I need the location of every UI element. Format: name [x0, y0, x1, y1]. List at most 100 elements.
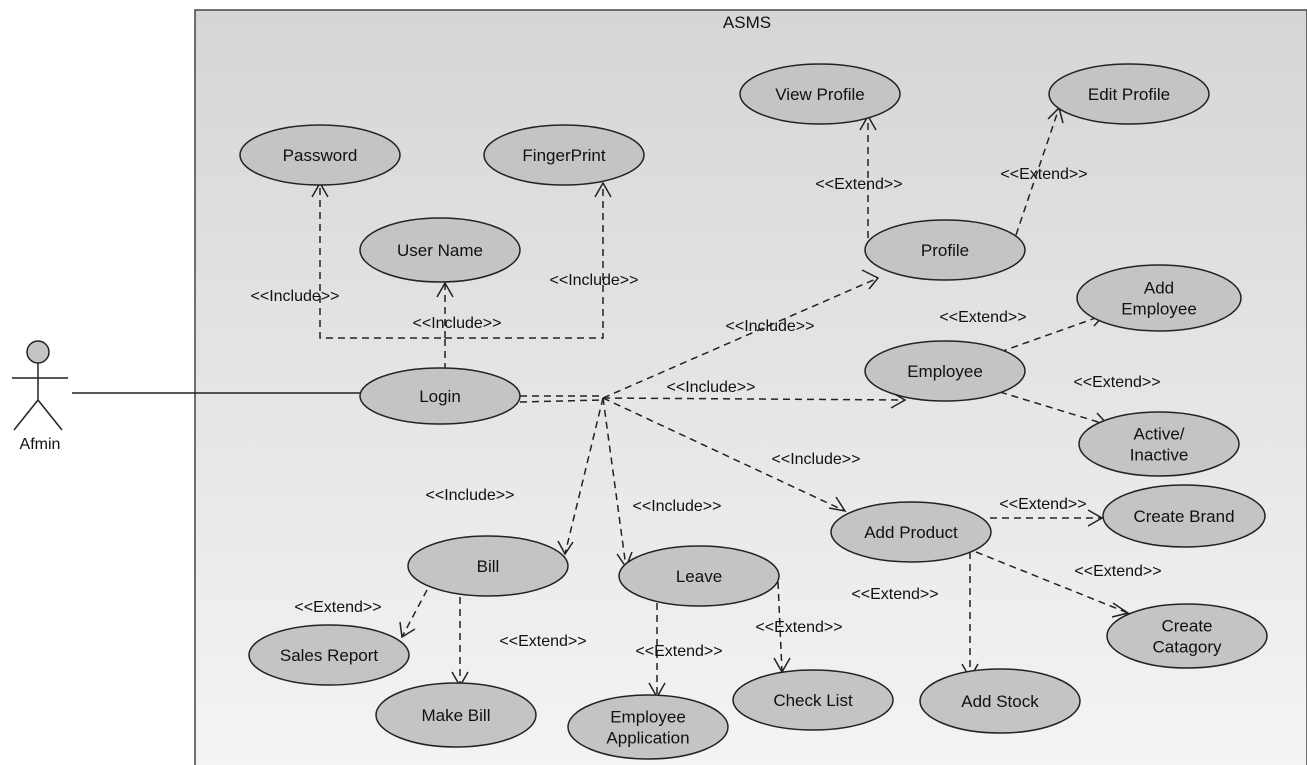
use-case-active-inactive[interactable]: Active/Inactive — [1078, 411, 1240, 477]
use-case-label: Add Stock — [961, 692, 1039, 711]
use-case-label: Password — [283, 146, 358, 165]
use-case-ellipse — [739, 63, 901, 125]
include-profile-line — [602, 277, 879, 399]
use-case-make-bill[interactable]: Make Bill — [375, 682, 537, 748]
use-case-ellipse — [483, 124, 645, 186]
label-include-leave: <<Include>> — [633, 498, 722, 515]
use-case-sales-report[interactable]: Sales Report — [248, 624, 410, 686]
include-fingerprint-line — [445, 183, 604, 339]
use-case-leave[interactable]: Leave — [618, 545, 780, 607]
use-case-label: Leave — [676, 567, 722, 586]
arrowhead-profile — [861, 269, 880, 290]
use-case-edit-profile[interactable]: Edit Profile — [1048, 63, 1210, 125]
label-extend-sales-report: <<Extend>> — [294, 599, 381, 616]
use-case-label: Create — [1161, 617, 1212, 636]
label-include-fingerprint: <<Include>> — [550, 272, 639, 289]
use-case-add-product[interactable]: Add Product — [830, 501, 992, 563]
extend-active-inactive-line — [999, 391, 1109, 426]
actor-right-leg — [37, 399, 63, 431]
use-case-ellipse — [1102, 484, 1266, 548]
label-extend-add-employee: <<Extend>> — [939, 309, 1026, 326]
use-case-ellipse — [618, 545, 780, 607]
use-case-fingerprint[interactable]: FingerPrint — [483, 124, 645, 186]
use-case-ellipse — [919, 668, 1081, 734]
use-case-ellipse — [239, 124, 401, 186]
relationship-labels: <<Include>> <<Include>> <<Include>> <<In… — [251, 166, 1162, 660]
arrowhead-sales-report — [399, 621, 416, 639]
use-case-ellipse — [359, 217, 521, 283]
use-case-create-brand[interactable]: Create Brand — [1102, 484, 1266, 548]
extend-sales-report-line — [401, 589, 428, 638]
use-case-label: Add Product — [864, 523, 958, 542]
use-case-ellipse — [1106, 603, 1268, 669]
label-include-username: <<Include>> — [413, 315, 502, 332]
label-include-bill: <<Include>> — [426, 487, 515, 504]
use-case-bill[interactable]: Bill — [407, 535, 569, 597]
use-case-label: Application — [606, 729, 689, 748]
use-case-label: Inactive — [1130, 446, 1189, 465]
system-title: ASMS — [723, 13, 771, 32]
arrowhead-fingerprint — [594, 181, 612, 198]
include-employee-line — [602, 397, 906, 401]
label-extend-create-catagory: <<Extend>> — [1074, 563, 1161, 580]
include-leave-line — [602, 397, 627, 568]
label-extend-employee-application: <<Extend>> — [635, 643, 722, 660]
use-case-ellipse — [248, 624, 410, 686]
use-case-login[interactable]: Login — [359, 367, 521, 425]
use-case-ellipse — [1078, 411, 1240, 477]
use-case-check-list[interactable]: Check List — [732, 669, 894, 731]
use-case-label: Login — [419, 387, 461, 406]
use-case-label: Check List — [773, 691, 853, 710]
actor-name: Afmin — [20, 436, 61, 453]
arrowhead-create-catagory — [1111, 602, 1130, 618]
login-hub-line-2 — [519, 399, 604, 403]
use-case-label: Create Brand — [1133, 507, 1234, 526]
use-case-password[interactable]: Password — [239, 124, 401, 186]
use-case-label: FingerPrint — [522, 146, 605, 165]
use-case-add-stock[interactable]: Add Stock — [919, 668, 1081, 734]
use-case-ellipse — [407, 535, 569, 597]
arrowheads — [311, 106, 1130, 699]
use-case-label: Sales Report — [280, 646, 379, 665]
use-case-ellipse — [830, 501, 992, 563]
label-include-add-product: <<Include>> — [772, 451, 861, 468]
use-case-ellipse — [732, 669, 894, 731]
include-add-product-line — [602, 397, 846, 512]
label-include-password: <<Include>> — [251, 288, 340, 305]
use-case-label: User Name — [397, 241, 483, 260]
extend-add-employee-line — [999, 314, 1105, 353]
label-extend-add-stock: <<Extend>> — [851, 586, 938, 603]
use-case-username[interactable]: User Name — [359, 217, 521, 283]
use-case-employee[interactable]: Employee — [864, 340, 1026, 402]
use-case-label: Employee — [907, 362, 983, 381]
include-password-line — [319, 183, 446, 370]
use-case-ellipse — [1048, 63, 1210, 125]
use-case-label: Catagory — [1153, 638, 1222, 657]
actor-head — [26, 340, 50, 364]
relationship-lines — [319, 107, 1129, 697]
arrowhead-username — [436, 281, 454, 298]
use-case-label: Edit Profile — [1088, 85, 1170, 104]
use-case-ellipse — [864, 219, 1026, 281]
label-include-employee: <<Include>> — [667, 379, 756, 396]
use-case-ellipse — [359, 367, 521, 425]
extend-check-list-line — [777, 581, 783, 673]
use-case-profile[interactable]: Profile — [864, 219, 1026, 281]
label-extend-view-profile: <<Extend>> — [815, 176, 902, 193]
use-case-ellipse — [1076, 264, 1242, 332]
label-extend-make-bill: <<Extend>> — [499, 633, 586, 650]
arrowhead-bill — [557, 540, 574, 556]
use-case-label: Make Bill — [422, 706, 491, 725]
actor-admin[interactable] — [12, 340, 68, 431]
use-case-view-profile[interactable]: View Profile — [739, 63, 901, 125]
extend-create-catagory-line — [975, 551, 1129, 614]
use-case-label: View Profile — [775, 85, 864, 104]
arrowhead-create-brand — [1087, 509, 1104, 527]
label-extend-active-inactive: <<Extend>> — [1073, 374, 1160, 391]
use-case-ellipse — [864, 340, 1026, 402]
